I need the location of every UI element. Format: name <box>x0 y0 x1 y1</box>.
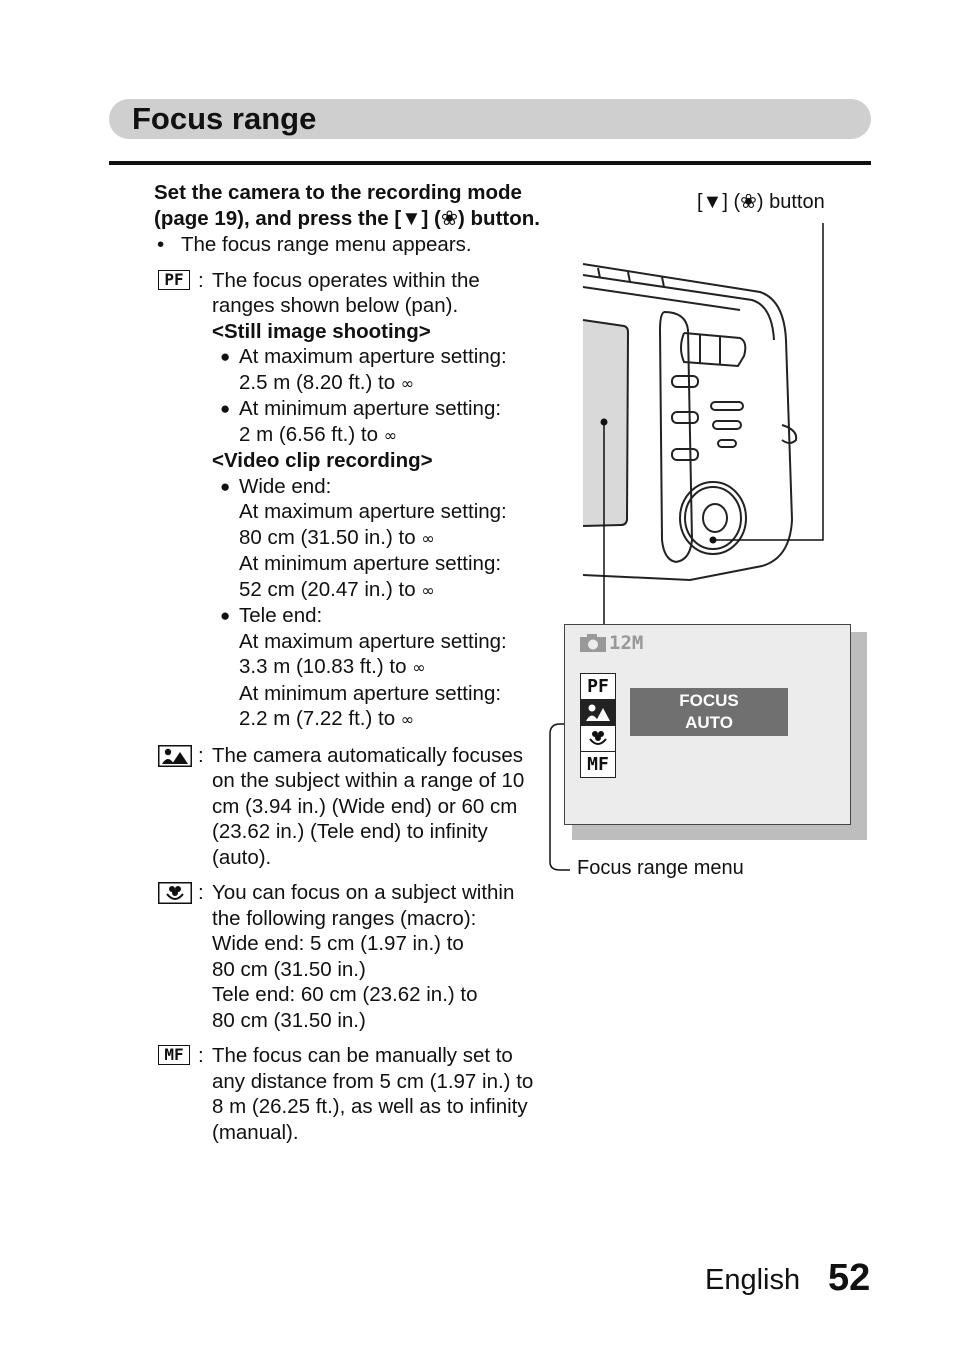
focus-status-box: FOCUS AUTO <box>630 688 788 736</box>
tele-end-item: ● Tele end: At maximum aperture setting:… <box>212 603 544 733</box>
mode-macro-description: : You can focus on a subject within the … <box>154 880 544 1033</box>
step-instruction: Set the camera to the recording mode (pa… <box>154 181 540 230</box>
mf-badge-icon: MF <box>158 1045 190 1065</box>
mf-text: The focus can be manually set to any dis… <box>212 1044 534 1144</box>
mode-pf-description: PF : The focus operates within the range… <box>154 268 544 733</box>
menu-item-pf[interactable]: PF <box>581 674 615 700</box>
still-item-line2: 2 m (6.56 ft.) to ∞ <box>239 422 398 446</box>
pf-text: The focus operates within the ranges sho… <box>212 268 480 318</box>
wide-line: 80 cm (31.50 in.) to ∞ <box>239 525 435 549</box>
macro-line: Wide end: 5 cm (1.97 in.) to <box>212 932 464 955</box>
macro-line: Tele end: 60 cm (23.62 in.) to <box>212 983 478 1006</box>
still-item-line1: At maximum aperture setting: <box>239 345 507 368</box>
menu-item-auto[interactable] <box>581 700 615 726</box>
macro-line: You can focus on a subject within the fo… <box>212 881 515 930</box>
button-callout-label: [▼] (❀) button <box>697 191 825 213</box>
note-bullet: • <box>157 233 165 256</box>
landscape-badge-icon <box>158 744 192 774</box>
bullet-dot: ● <box>220 399 231 418</box>
macro-line: 80 cm (31.50 in.) <box>212 1008 366 1032</box>
macro-line: 80 cm (31.50 in.) <box>212 957 366 981</box>
title-divider <box>109 161 871 165</box>
still-item-line1: At minimum aperture setting: <box>239 397 502 420</box>
pf-colon: : <box>198 268 204 292</box>
still-item-line2: 2.5 m (8.20 ft.) to ∞ <box>239 370 415 394</box>
focus-line1: FOCUS <box>679 691 739 710</box>
auto-colon: : <box>198 743 204 767</box>
wide-end-label: Wide end: <box>239 474 332 498</box>
focus-mode-menu: PF MF <box>580 673 616 778</box>
footer-language: English <box>705 1264 801 1296</box>
video-heading: <Video clip recording> <box>212 449 433 472</box>
page-title: Focus range <box>132 101 317 136</box>
mode-auto-description: : The camera automatically focuses on th… <box>154 743 544 871</box>
pf-badge-icon: PF <box>158 269 190 290</box>
macro-colon: : <box>198 881 204 904</box>
mf-colon: : <box>198 1044 204 1067</box>
still-item: ● At maximum aperture setting: 2.5 m (8.… <box>212 344 544 396</box>
macro-flower-icon <box>589 731 607 745</box>
focus-line2: AUTO <box>685 713 733 732</box>
tele-end-label: Tele end: <box>239 604 323 627</box>
step-note: • The focus range menu appears. <box>154 232 544 258</box>
camera-icon <box>580 634 606 652</box>
wide-line: At maximum aperture setting: <box>239 500 507 523</box>
resolution-indicator: 12M <box>579 632 644 654</box>
bullet-dot: ● <box>220 606 231 625</box>
tele-line: 2.2 m (7.22 ft.) to ∞ <box>239 707 415 730</box>
resolution-label: 12M <box>609 632 644 654</box>
note-text: The focus range menu appears. <box>181 233 472 256</box>
bullet-dot: ● <box>220 476 231 496</box>
tele-line: At maximum aperture setting: <box>239 629 507 653</box>
tele-line: 3.3 m (10.83 ft.) to ∞ <box>239 655 426 678</box>
still-heading: <Still image shooting> <box>212 319 431 343</box>
landscape-icon <box>586 704 610 721</box>
menu-item-mf[interactable]: MF <box>587 754 609 775</box>
menu-callout-label: Focus range menu <box>577 857 744 879</box>
mode-mf-description: MF : The focus can be manually set to an… <box>154 1043 544 1145</box>
macro-badge-icon <box>158 882 192 911</box>
wide-line: 52 cm (20.47 in.) to ∞ <box>239 577 435 601</box>
page-number: 52 <box>828 1257 871 1299</box>
tele-line: At minimum aperture setting: <box>239 681 502 705</box>
wide-line: At minimum aperture setting: <box>239 552 502 575</box>
bullet-dot: ● <box>220 347 231 366</box>
instructions-column: Set the camera to the recording mode (pa… <box>154 180 544 1145</box>
still-item: ● At minimum aperture setting: 2 m (6.56… <box>212 396 544 448</box>
auto-text: The camera automatically focuses on the … <box>212 743 525 869</box>
lcd-screen: 12M PF MF FOCUS AUTO <box>564 624 851 825</box>
menu-item-macro[interactable] <box>581 726 615 752</box>
section-title-bar: Focus range <box>109 99 871 139</box>
wide-end-item: ● Wide end: At maximum aperture setting:… <box>212 474 544 604</box>
